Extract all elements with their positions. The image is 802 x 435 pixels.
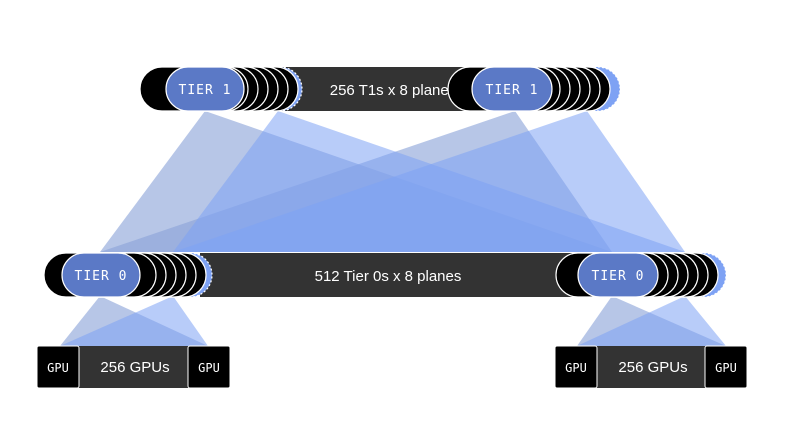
tier1-node-left[interactable]: TIER 1 (139, 66, 303, 112)
tier1-node-right-front (471, 66, 553, 112)
gpu-chip-right-a[interactable] (554, 345, 598, 389)
tier0-node-right-front (577, 252, 659, 298)
link-tier1-left-back-to-tier0-left (173, 111, 278, 252)
gpu-group-right-body (596, 346, 708, 388)
tier1-node-right-label: TIER 1 (486, 83, 539, 98)
tier1-bar-label: 256 T1s x 8 planes (330, 82, 456, 99)
tier0-to-gpu-links (60, 296, 726, 346)
link-tier1-right-back-to-tier0-right (587, 111, 685, 252)
gpu-chip-left-b-label: GPU (198, 361, 220, 375)
link-tier0-left-back-to-gpu-left (60, 296, 208, 346)
gpu-chip-left-b[interactable] (187, 345, 231, 389)
gpu-chip-right-b-label: GPU (715, 361, 737, 375)
tier0-bar-body (200, 253, 610, 297)
link-tier0-right-back-to-gpu-right (577, 296, 726, 346)
tier0-bar-label: 512 Tier 0s x 8 planes (315, 268, 462, 285)
gpu-group-left-body (78, 346, 192, 388)
gpu-group-left-label: 256 GPUs (100, 359, 169, 376)
tier0-node-left-front (61, 252, 141, 298)
tier1-to-tier0-links (100, 111, 685, 252)
gpu-chip-right-a-label: GPU (565, 361, 587, 375)
gpu-group-right: GPU GPU 256 GPUs (554, 345, 748, 389)
tier0-node-left[interactable]: TIER 0 (43, 252, 213, 298)
gpu-chip-left-a-label: GPU (47, 361, 69, 375)
gpu-group-right-label: 256 GPUs (618, 359, 687, 376)
tier1-node-right[interactable]: TIER 1 (447, 66, 621, 112)
tier1-node-left-front (165, 66, 245, 112)
tier1-node-left-label: TIER 1 (179, 83, 232, 98)
link-tier1-left-to-tier0-left (100, 111, 205, 252)
gpu-chip-right-b[interactable] (704, 345, 748, 389)
link-tier1-right-back-to-tier0-left (173, 111, 587, 252)
tier0-node-left-label: TIER 0 (75, 269, 128, 284)
gpu-group-left: GPU GPU 256 GPUs (36, 345, 231, 389)
gpu-chip-left-a[interactable] (36, 345, 80, 389)
tier0-node-right[interactable]: TIER 0 (555, 252, 727, 298)
tier0-node-right-label: TIER 0 (592, 269, 645, 284)
tier0-bar: 512 Tier 0s x 8 planes (200, 253, 610, 297)
